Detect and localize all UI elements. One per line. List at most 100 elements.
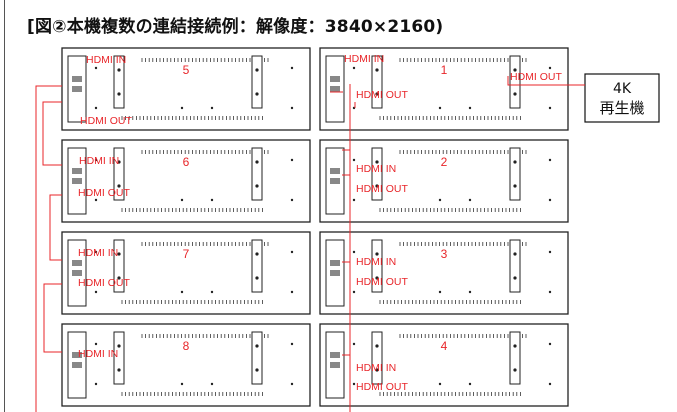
- hdmi-labels: HDMI IN HDMI OUT HDMI IN HDMI OUT HDMI O…: [78, 53, 562, 393]
- screw-dot: [94, 342, 98, 346]
- mount-bracket: [509, 239, 521, 293]
- unit-number: 2: [441, 155, 448, 169]
- unit-6: 6: [61, 139, 311, 223]
- label-hdmi-in-7: HDMI IN: [78, 247, 118, 259]
- unit-frame: [319, 47, 569, 131]
- screw-dot: [290, 290, 294, 294]
- mount-bracket: [113, 331, 125, 385]
- unit-number: 7: [183, 247, 190, 261]
- label-hdmi-in-4: HDMI IN: [356, 362, 396, 374]
- vent-strip-bottom: [379, 208, 521, 212]
- label-hdmi-in-5: HDMI IN: [86, 54, 126, 66]
- hdmi-port: [72, 168, 82, 174]
- screw-dot: [94, 66, 98, 70]
- player-label-name: 再生機: [599, 99, 644, 117]
- hdmi-port: [330, 362, 340, 368]
- vent-strip-bottom: [121, 116, 263, 120]
- connector-block: [67, 147, 87, 215]
- cable-unit2-to-unit3: [342, 174, 350, 356]
- vent-strip-top: [141, 242, 269, 246]
- mount-bracket: [509, 147, 521, 201]
- mount-bracket: [251, 239, 263, 293]
- cable-long-left: [35, 85, 62, 412]
- screw-dot: [94, 198, 98, 202]
- vent-strip-bottom: [379, 392, 521, 396]
- screw-dot: [290, 250, 294, 254]
- connector-block: [325, 331, 345, 399]
- screw-dot: [94, 290, 98, 294]
- 4k-player: 4K 再生機: [584, 73, 660, 123]
- screw-dot: [468, 106, 472, 110]
- screw-dot: [94, 382, 98, 386]
- unit-1: 1: [319, 47, 569, 131]
- screw-dot: [548, 342, 552, 346]
- connector-block: [325, 147, 345, 215]
- screw-dot: [548, 106, 552, 110]
- screw-dot: [94, 106, 98, 110]
- unit-frame: [319, 139, 569, 223]
- cable-unit7-to-unit8: [43, 283, 62, 353]
- connector-block: [325, 55, 345, 123]
- mount-bracket: [371, 239, 383, 293]
- screw-dot: [548, 66, 552, 70]
- screw-dot: [210, 198, 214, 202]
- hdmi-port: [330, 178, 340, 184]
- hdmi-port: [72, 352, 82, 358]
- unit-3: 3: [319, 231, 569, 315]
- screw-dot: [180, 382, 184, 386]
- mount-bracket: [251, 147, 263, 201]
- screw-dot: [438, 106, 442, 110]
- unit-4: 4: [319, 323, 569, 407]
- screw-dot: [468, 382, 472, 386]
- screw-dot: [180, 106, 184, 110]
- hdmi-port: [330, 76, 340, 82]
- screw-dot: [210, 382, 214, 386]
- screw-dot: [548, 382, 552, 386]
- unit-frame: [319, 231, 569, 315]
- player-label-4k: 4K: [613, 81, 632, 97]
- mount-bracket: [113, 147, 125, 201]
- screw-dot: [352, 290, 356, 294]
- unit-number: 1: [441, 63, 448, 77]
- hdmi-cables: [35, 76, 585, 412]
- hdmi-port: [72, 86, 82, 92]
- label-hdmi-out-player: HDMI OUT: [510, 71, 562, 83]
- vent-strip-bottom: [121, 208, 263, 212]
- mount-bracket: [251, 331, 263, 385]
- screw-dot: [210, 106, 214, 110]
- diagram-title: [図②本機複数の連結接続例：解像度：3840×2160): [27, 17, 444, 37]
- connector-block: [67, 331, 87, 399]
- mount-bracket: [371, 55, 383, 109]
- screw-dot: [438, 382, 442, 386]
- label-hdmi-out-1: HDMI OUT: [356, 89, 408, 101]
- unit-8: 8: [61, 323, 311, 407]
- label-hdmi-in-6: HDMI IN: [79, 155, 119, 167]
- vent-strip-bottom: [121, 300, 263, 304]
- connector-block: [325, 239, 345, 307]
- mount-bracket: [371, 147, 383, 201]
- screw-dot: [180, 290, 184, 294]
- screw-dot: [290, 198, 294, 202]
- screw-dot: [94, 250, 98, 254]
- connector-block: [67, 55, 87, 123]
- screw-dot: [210, 290, 214, 294]
- hdmi-port: [72, 260, 82, 266]
- vent-strip-top: [141, 58, 269, 62]
- screw-dot: [290, 106, 294, 110]
- screw-dot: [290, 342, 294, 346]
- unit-2: 2: [319, 139, 569, 223]
- screw-dot: [352, 342, 356, 346]
- unit-frame: [61, 139, 311, 223]
- screw-dot: [548, 158, 552, 162]
- label-hdmi-in-3: HDMI IN: [356, 256, 396, 268]
- screw-dot: [548, 198, 552, 202]
- label-hdmi-out-2: HDMI OUT: [356, 183, 408, 195]
- mount-bracket: [371, 331, 383, 385]
- hdmi-port: [330, 86, 340, 92]
- screw-dot: [352, 382, 356, 386]
- hdmi-port: [330, 260, 340, 266]
- unit-7: 7: [61, 231, 311, 315]
- screw-dot: [290, 382, 294, 386]
- mount-bracket: [113, 55, 125, 109]
